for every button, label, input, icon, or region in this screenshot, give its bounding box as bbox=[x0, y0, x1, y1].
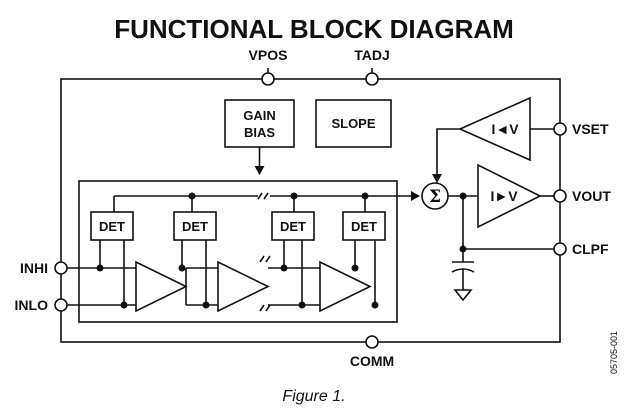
vpos-pin bbox=[261, 72, 275, 86]
diagram-title: FUNCTIONAL BLOCK DIAGRAM bbox=[114, 14, 514, 44]
det-label-2: DET bbox=[182, 219, 208, 234]
inlo-label: INLO bbox=[15, 297, 49, 313]
det-block-4 bbox=[342, 211, 386, 241]
inhi-label: INHI bbox=[20, 260, 48, 276]
figure-caption: Figure 1. bbox=[282, 388, 345, 405]
det-block-2 bbox=[173, 211, 217, 241]
vset-label: VSET bbox=[572, 121, 609, 137]
detector-chain-box bbox=[78, 180, 398, 323]
gain-stage-2 bbox=[217, 260, 270, 313]
clpf-pin bbox=[553, 242, 567, 256]
ground-symbol bbox=[453, 289, 473, 302]
det-label-1: DET bbox=[99, 219, 125, 234]
gain-bias-label-line1: GAIN bbox=[243, 108, 276, 123]
comm-label: COMM bbox=[350, 353, 394, 369]
inhi-pin bbox=[54, 261, 68, 275]
vout-label: VOUT bbox=[572, 188, 611, 204]
vout-amp-label: I►V bbox=[490, 188, 518, 204]
chip-outline bbox=[60, 78, 561, 343]
vset-feed-arrowhead bbox=[432, 174, 442, 183]
inlo-pin bbox=[54, 298, 68, 312]
det-block-3 bbox=[271, 211, 315, 241]
gain-bias-arrowhead bbox=[254, 166, 265, 175]
tadj-label: TADJ bbox=[354, 47, 390, 63]
gain-stage-1 bbox=[135, 260, 188, 313]
gain-bias-label-line2: BIAS bbox=[244, 125, 275, 140]
summing-symbol: Σ bbox=[429, 187, 441, 207]
vout-pin bbox=[553, 189, 567, 203]
comm-pin bbox=[365, 335, 379, 349]
clpf-label: CLPF bbox=[572, 241, 609, 257]
document-code: 05705-001 bbox=[609, 331, 619, 374]
det-block-1 bbox=[90, 211, 134, 241]
det-label-3: DET bbox=[280, 219, 306, 234]
slope-label: SLOPE bbox=[331, 116, 375, 131]
vset-amp-label: I◄V bbox=[491, 121, 519, 137]
slope-block bbox=[315, 99, 392, 148]
det-label-4: DET bbox=[351, 219, 377, 234]
vpos-label: VPOS bbox=[249, 47, 288, 63]
gain-stage-3 bbox=[319, 260, 372, 313]
vset-pin bbox=[553, 122, 567, 136]
bus-arrowhead bbox=[411, 191, 420, 201]
tadj-pin bbox=[365, 72, 379, 86]
gain-bias-block bbox=[224, 99, 295, 148]
